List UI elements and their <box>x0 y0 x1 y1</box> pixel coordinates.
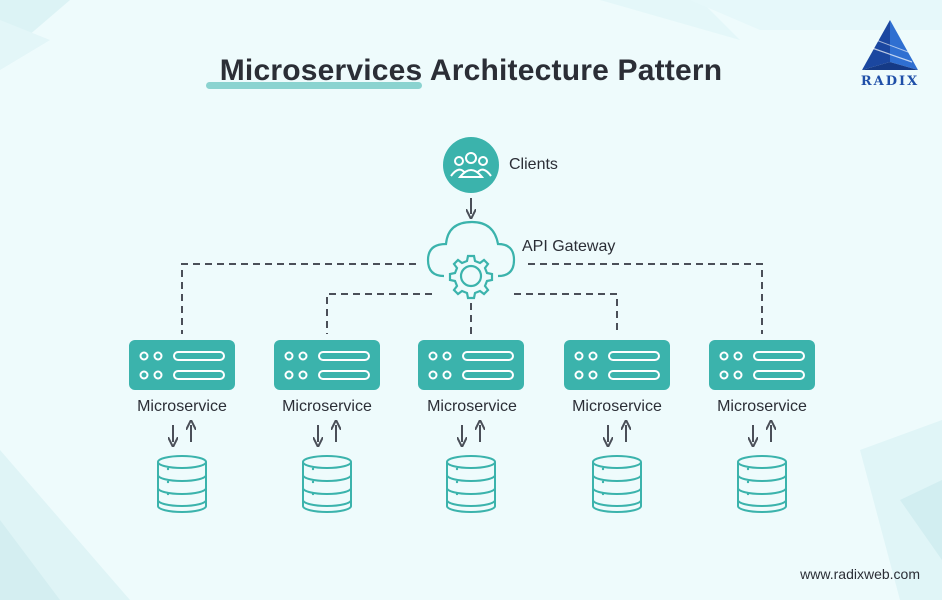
api-gateway-label: API Gateway <box>522 238 616 255</box>
server-icon <box>274 340 380 390</box>
server-icon <box>709 340 815 390</box>
radix-logo-icon <box>862 20 918 70</box>
microservice-label: Microservice <box>717 398 807 415</box>
title-underline <box>206 82 422 89</box>
logo-text: RADIX <box>860 74 920 89</box>
users-icon <box>443 137 499 193</box>
sync-arrows <box>173 425 191 442</box>
gateway-connectors <box>181 263 763 334</box>
server-icon <box>564 340 670 390</box>
microservice-label: Microservice <box>427 398 517 415</box>
server-icon <box>418 340 524 390</box>
sync-arrows <box>608 425 626 442</box>
microservice-label: Microservice <box>282 398 372 415</box>
database-icon <box>446 455 496 513</box>
sync-arrows <box>462 425 480 442</box>
database-icon <box>302 455 352 513</box>
database-icon <box>157 455 207 513</box>
website-url: www.radixweb.com <box>800 566 920 582</box>
clients-label: Clients <box>509 156 558 173</box>
sync-arrows <box>753 425 771 442</box>
server-icon <box>129 340 235 390</box>
cloud-gear-icon <box>426 220 516 300</box>
page-title: Microservices Architecture Pattern <box>219 54 723 87</box>
database-icon <box>592 455 642 513</box>
microservice-label: Microservice <box>572 398 662 415</box>
microservice-label: Microservice <box>137 398 227 415</box>
sync-arrows <box>318 425 336 442</box>
database-icon <box>737 455 787 513</box>
